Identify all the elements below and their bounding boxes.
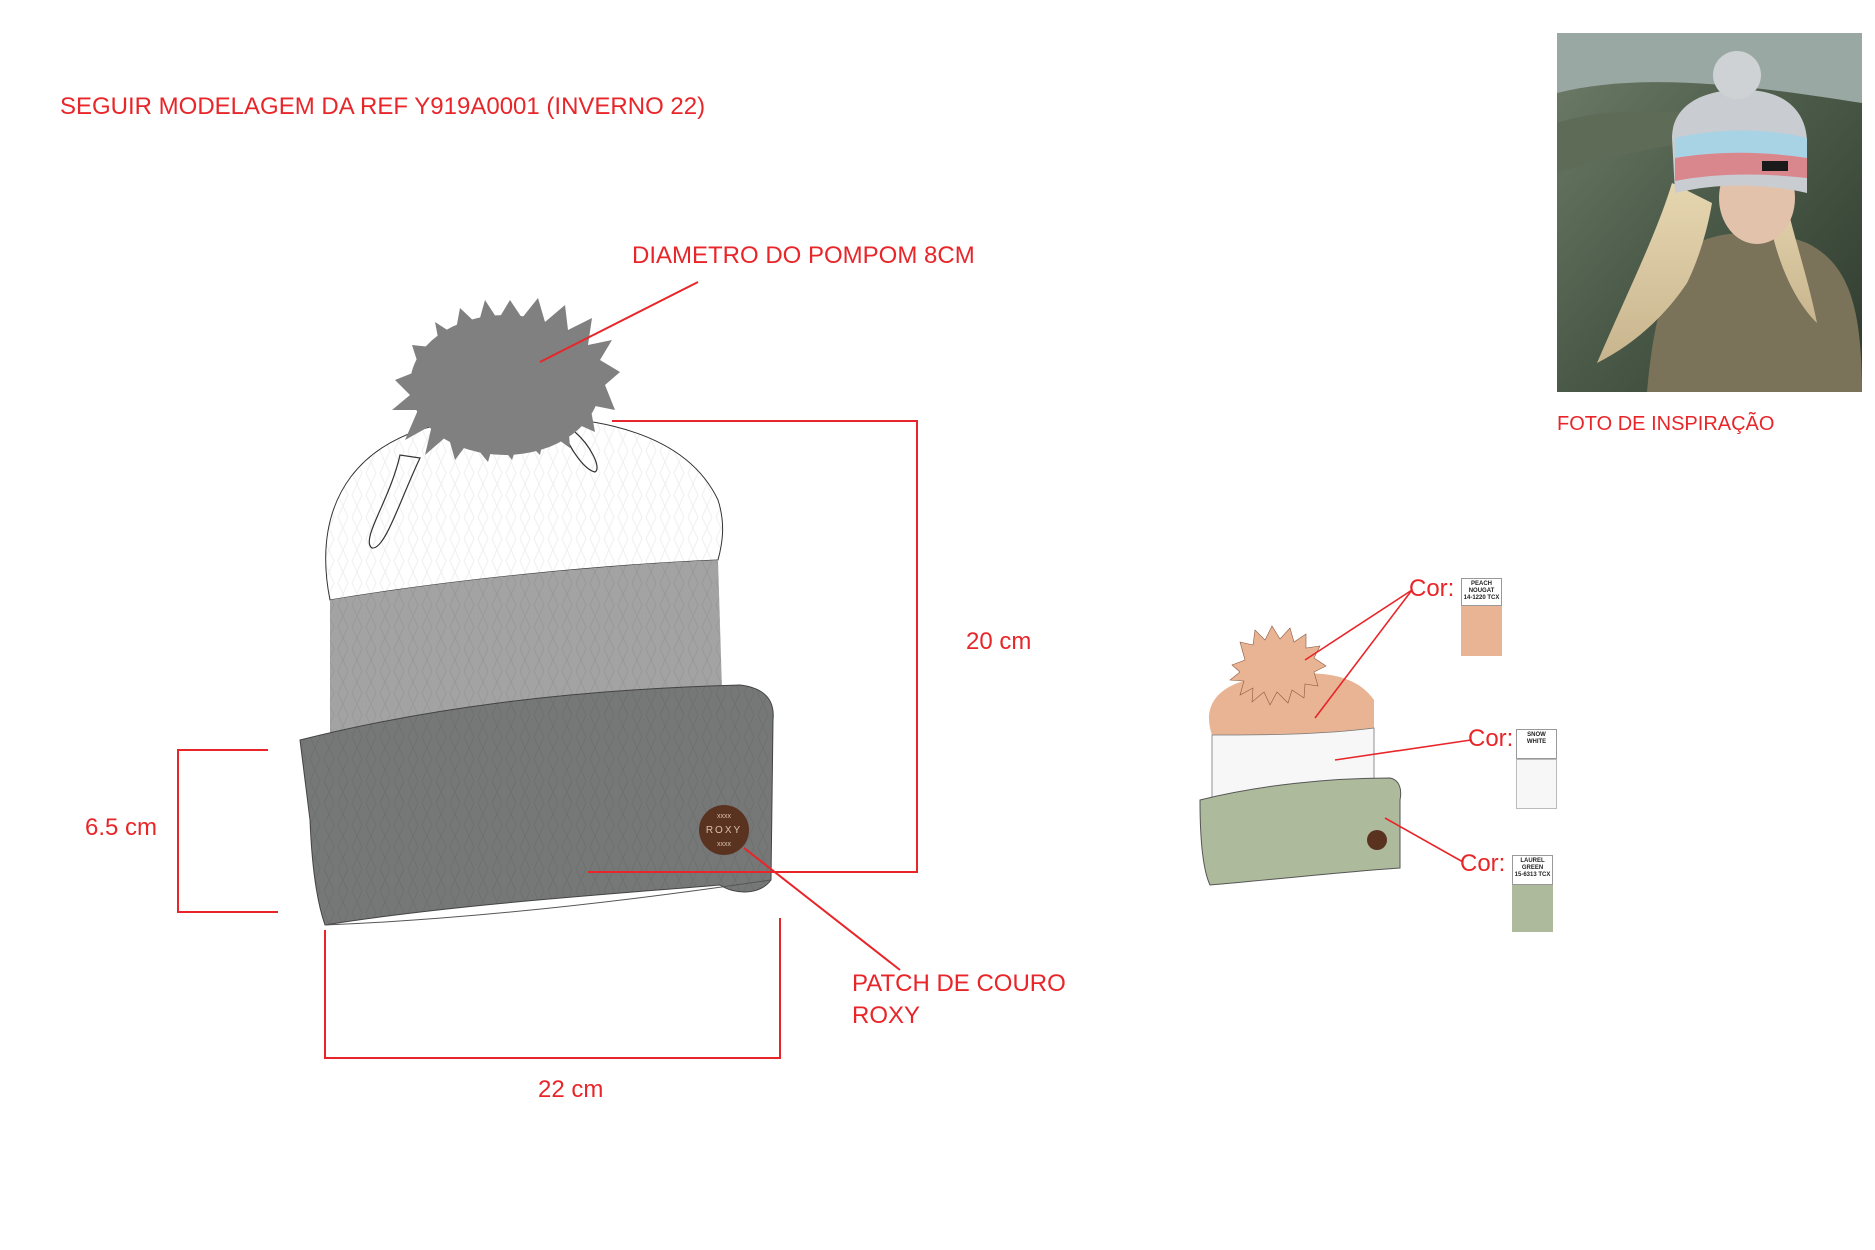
swatch-3-name: LAUREL GREEN — [1520, 858, 1545, 871]
swatch-2-chip — [1516, 759, 1557, 809]
inspiration-caption: FOTO DE INSPIRAÇÃO — [1557, 413, 1775, 435]
width-label: 22 cm — [538, 1076, 604, 1103]
swatch-1-name: PEACH NOUGAT — [1468, 581, 1495, 594]
patch-top-text: xxxx — [717, 813, 732, 820]
swatch-3-chip — [1512, 885, 1553, 932]
inspiration-photo — [1557, 33, 1862, 392]
swatch-3-code: 15-6313 TCX — [1514, 872, 1551, 878]
patch-label-line1: PATCH DE COURO — [852, 970, 1066, 997]
leather-patch: xxxx ROXY xxxx — [699, 805, 749, 855]
patch-label: PATCH DE COURO ROXY — [852, 968, 1066, 1032]
page-title: SEGUIR MODELAGEM DA REF Y919A0001 (INVER… — [60, 93, 706, 120]
colorway-leaders — [1304, 589, 1472, 863]
cuff-height-label: 6.5 cm — [85, 814, 158, 841]
swatch-2-name: SNOW — [1527, 732, 1546, 738]
swatch-1-code: 14-1220 TCX — [1463, 595, 1500, 601]
pompom-diameter-label: DIAMETRO DO POMPOM 8CM — [632, 242, 975, 269]
patch-bottom-text: xxxx — [717, 841, 732, 848]
colorway-label-3: Cor: — [1460, 850, 1506, 877]
swatch-2-code: WHITE — [1526, 739, 1547, 745]
dimension-lines — [177, 281, 918, 1059]
colorway-beanie — [1199, 625, 1402, 886]
colorway-label-2: Cor: — [1468, 725, 1514, 752]
swatch-1-chip — [1461, 606, 1502, 656]
colorway-label-1: Cor: — [1409, 575, 1455, 602]
patch-brand-text: ROXY — [706, 825, 742, 836]
pompom — [392, 298, 620, 462]
patch-label-line2: ROXY — [852, 1002, 921, 1029]
main-beanie: xxxx ROXY xxxx — [299, 298, 774, 926]
height-label: 20 cm — [966, 628, 1032, 655]
